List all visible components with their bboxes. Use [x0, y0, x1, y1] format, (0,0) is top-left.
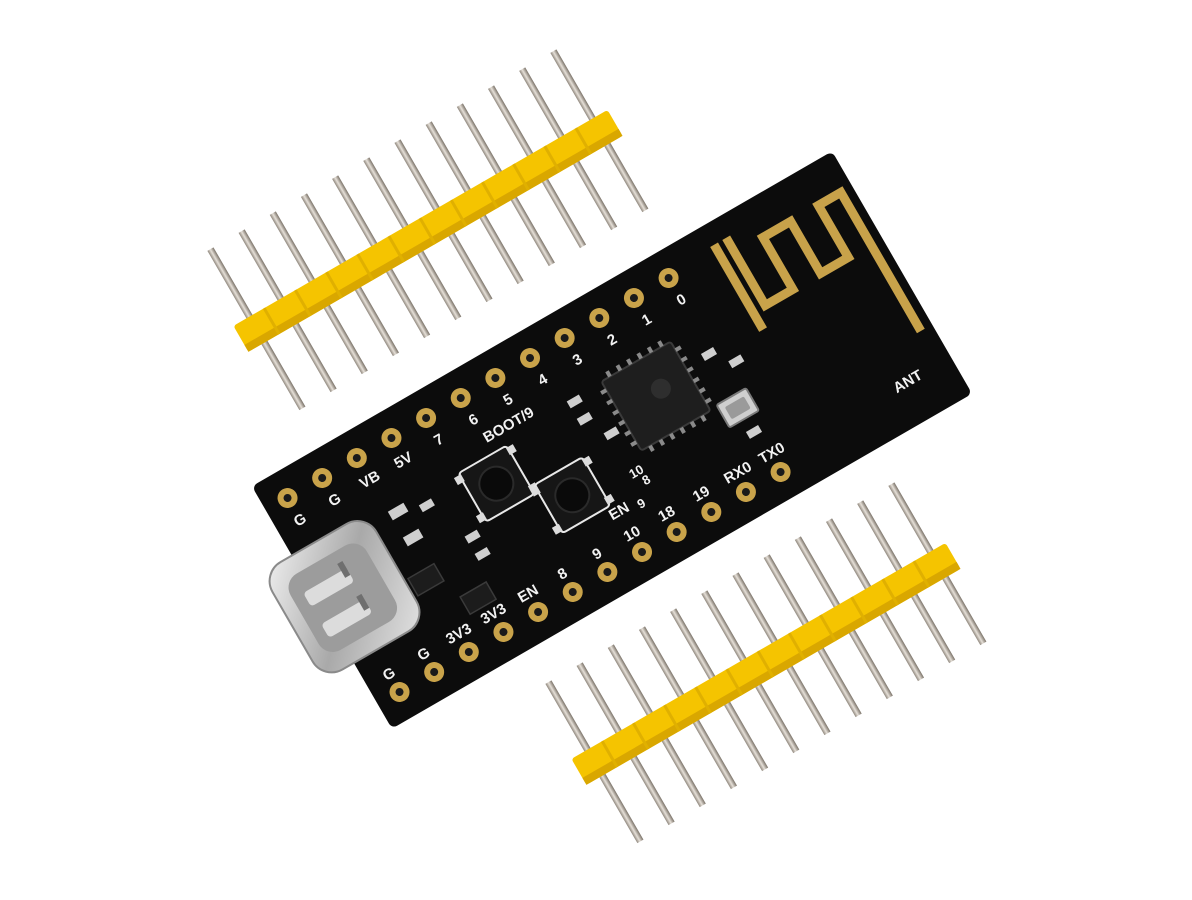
pin-label: 18	[655, 503, 678, 526]
pin-header-top	[207, 49, 649, 411]
small-label: 10	[626, 461, 646, 481]
pin-header-bottom	[545, 482, 987, 844]
pin-label: 10	[621, 523, 644, 546]
crystal-oscillator-icon	[716, 387, 760, 428]
top-pad-row	[277, 268, 679, 509]
microcontroller-chip-icon	[600, 340, 712, 452]
smd-components	[387, 347, 763, 616]
pin-label: 19	[690, 483, 713, 506]
bottom-pad-row	[389, 461, 791, 702]
pcb-antenna-icon	[710, 186, 925, 334]
usb-c-icon	[268, 520, 421, 674]
pcb-board: G G VB 5V 7 6 5 4 3 2 1 0 G G 3V3 3V3 EN…	[254, 153, 970, 727]
pin-label: 5V	[391, 449, 415, 473]
tactile-button-icon[interactable]	[529, 454, 616, 536]
